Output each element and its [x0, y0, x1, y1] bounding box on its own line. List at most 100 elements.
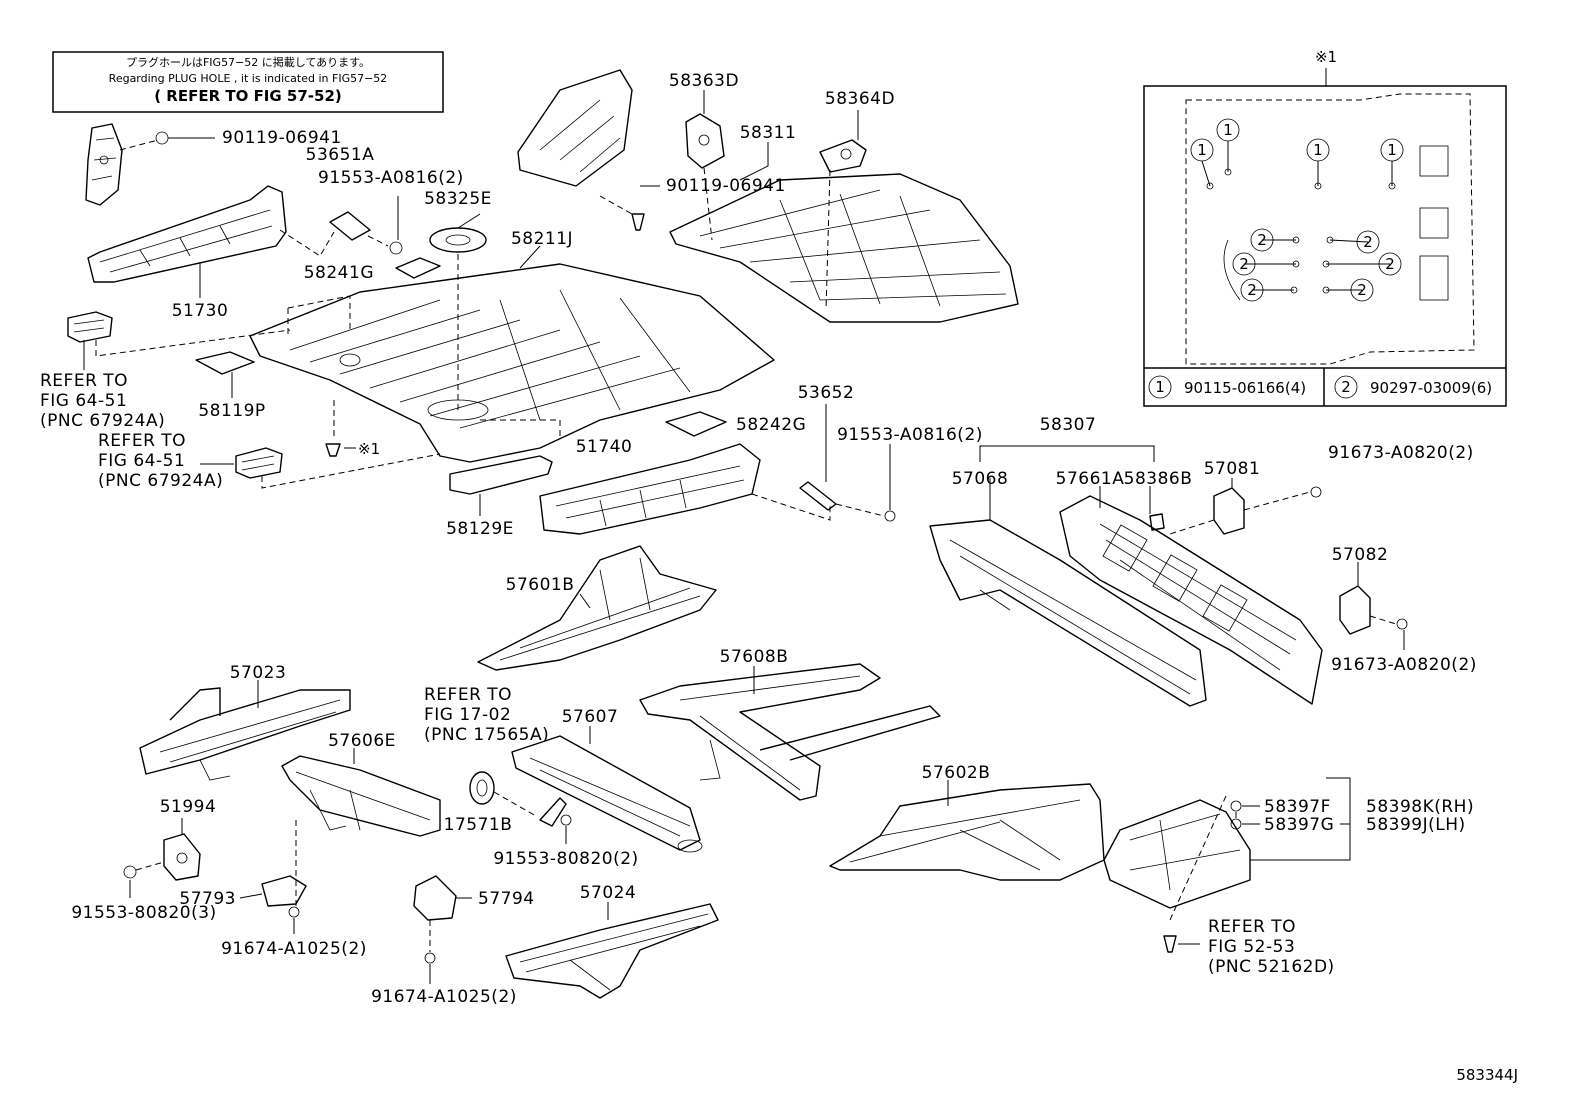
- detail-marker-10: 2: [1322, 278, 1374, 302]
- note-refer: ( REFER TO FIG 57-52): [154, 87, 342, 105]
- clip-lower-shape: [235, 447, 283, 479]
- note-english: Regarding PLUG HOLE , it is indicated in…: [109, 72, 388, 85]
- part-label-p44: 91674-A1025(2): [371, 987, 517, 1007]
- detail-marker-9: 2: [1240, 278, 1298, 302]
- part-label-p13: 53652: [798, 383, 855, 403]
- rail-51730-shape: [87, 185, 287, 283]
- plate-58242g-shape: [665, 411, 727, 437]
- detail-inset: [1143, 85, 1507, 407]
- member-57608b-shape: [639, 663, 941, 801]
- part-label-p27: 57023: [230, 663, 287, 683]
- member-57607-shape: [511, 735, 703, 853]
- part-label-p24: 57082: [1332, 545, 1389, 565]
- part-label-p36: 58397G: [1264, 815, 1334, 835]
- part-label-p8: 58119P: [198, 401, 265, 421]
- reference-r2-line-2: (PNC 67924A): [98, 471, 223, 491]
- member-57602b-shape: [829, 783, 1105, 881]
- part-label-p7: 51730: [172, 301, 229, 321]
- part-label-p5: 58211J: [511, 229, 573, 249]
- reference-r4-line-1: FIG 52-53: [1208, 937, 1295, 957]
- part-label-p39: 57793: [179, 889, 236, 909]
- part-label-p43: 57024: [580, 883, 637, 903]
- crossmember-57661a-shape: [1059, 495, 1323, 705]
- part-label-p4: 58325E: [424, 189, 492, 209]
- reference-r1-line-2: (PNC 67924A): [40, 411, 165, 431]
- part-label-p15: 51740: [576, 437, 633, 457]
- member-57601b-shape: [477, 545, 717, 671]
- legend-1-part: 90115-06166(4): [1184, 379, 1306, 397]
- floor-pan-58211j-shape: [249, 263, 775, 463]
- plate-58241g-shape: [395, 257, 441, 279]
- part-label-p9: 58363D: [669, 71, 739, 91]
- part-label-p19: 57068: [952, 469, 1009, 489]
- plug-hole-note: プラグホールはFIG57−52 に掲載してあります。 Regarding PLU…: [52, 51, 444, 113]
- detail-marker-1: 1: [1190, 138, 1214, 190]
- reference-r1-line-0: REFER TO: [40, 371, 128, 391]
- member-58398k-shape: [1103, 799, 1251, 909]
- bracket-57793-shape: [261, 875, 307, 907]
- reference-r2-line-0: REFER TO: [98, 431, 186, 451]
- part-label-p40: 91553-80820(3): [71, 903, 216, 923]
- part-label-p11: 58311: [740, 123, 797, 143]
- part-label-p38: 58399J(LH): [1366, 815, 1466, 835]
- part-labels: 90119-0694153651A91553-A0816(2)58325E582…: [71, 71, 1476, 1007]
- plate-58119p-shape: [195, 351, 255, 375]
- legend-2-number: 2: [1341, 378, 1351, 396]
- bracket-57082-shape: [1339, 585, 1371, 635]
- part-label-p29: 57607: [562, 707, 619, 727]
- note-japanese: プラグホールはFIG57−52 に掲載してあります。: [126, 55, 370, 69]
- detail-marker-4: 1: [1380, 138, 1404, 190]
- member-57024-shape: [505, 903, 719, 999]
- reference-r3-line-0: REFER TO: [424, 685, 512, 705]
- clip-upper-shape: [67, 311, 113, 343]
- bracket-57794-shape: [413, 875, 457, 921]
- grommet-58325e-shape: [429, 227, 487, 253]
- part-label-p33: 91553-80820(2): [493, 849, 638, 869]
- reference-r1-line-1: FIG 64-51: [40, 391, 127, 411]
- detail-marker-5: 2: [1250, 228, 1300, 252]
- bracket-51994-shape: [163, 833, 201, 881]
- part-label-p16: 58129E: [446, 519, 514, 539]
- part-label-p42: 57794: [478, 889, 535, 909]
- detail-marker-3: 1: [1306, 138, 1330, 190]
- bracket-shape-top-left: [85, 123, 123, 206]
- part-label-p17: 91553-A0816(2): [837, 425, 983, 445]
- crossmember-57068-shape: [929, 519, 1207, 707]
- bracket-57081-shape: [1213, 487, 1245, 535]
- detail-marker-7: 2: [1232, 252, 1300, 276]
- plate-53651a-shape: [329, 211, 371, 241]
- member-57606e-shape: [281, 755, 441, 837]
- part-label-p18: 58307: [1040, 415, 1097, 435]
- bracket-58364d-shape: [819, 139, 867, 173]
- part-label-p2: 53651A: [306, 145, 375, 165]
- part-label-p22: 57081: [1204, 459, 1261, 479]
- detail-mark: ※1: [1315, 48, 1337, 66]
- part-label-p30: 57606E: [328, 731, 396, 751]
- plate-58129e-shape: [449, 455, 553, 495]
- detail-marker-2: 1: [1216, 118, 1240, 176]
- legend-1-number: 1: [1155, 378, 1165, 396]
- member-57023-shape: [139, 687, 351, 781]
- part-label-p12: 90119-06941: [666, 176, 786, 196]
- rod-53652-shape: [799, 481, 837, 511]
- figure-id: 583344J: [1456, 1066, 1518, 1084]
- part-label-p1: 90119-06941: [222, 128, 342, 148]
- svg-text:1: 1: [1387, 141, 1397, 159]
- legend-2-part: 90297-03009(6): [1370, 379, 1492, 397]
- part-label-p3: 91553-A0816(2): [318, 168, 464, 188]
- part-label-p20: 57661A: [1056, 469, 1125, 489]
- part-label-p23: 91673-A0820(2): [1328, 443, 1474, 463]
- wheelhouse-upper-shape: [517, 69, 633, 187]
- svg-text:1: 1: [1223, 121, 1233, 139]
- part-label-p35: 58397F: [1264, 797, 1331, 817]
- part-label-p26: 57601B: [506, 575, 575, 595]
- reference-r2-line-1: FIG 64-51: [98, 451, 185, 471]
- reference-r4-line-0: REFER TO: [1208, 917, 1296, 937]
- part-label-p34: 57602B: [922, 763, 991, 783]
- detail-legend: 1 90115-06166(4) 2 90297-03009(6): [1148, 375, 1492, 399]
- grommet-17565a-shape: [469, 771, 495, 805]
- reference-r4-line-2: (PNC 52162D): [1208, 957, 1335, 977]
- part-label-p21: 58386B: [1124, 469, 1193, 489]
